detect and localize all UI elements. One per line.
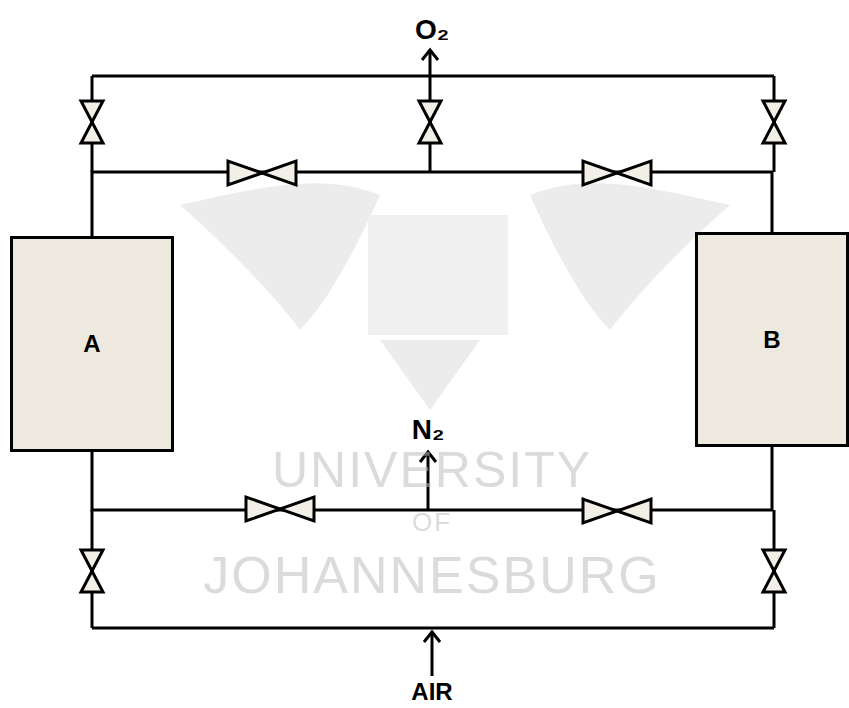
watermark: OF: [412, 509, 452, 535]
watermark: UNIVERSITY: [272, 445, 592, 495]
vessel-label: B: [763, 326, 780, 354]
vessel-label: A: [83, 330, 100, 358]
vessel-box: A: [10, 236, 174, 452]
watermark: JOHANNESBURG: [203, 549, 660, 601]
watermark-emblem: [180, 183, 730, 410]
vessel-box: B: [695, 232, 849, 447]
outlet-label: N₂: [412, 416, 445, 444]
inlet-label: AIR: [411, 680, 452, 704]
outlet-label: O₂: [415, 16, 449, 44]
